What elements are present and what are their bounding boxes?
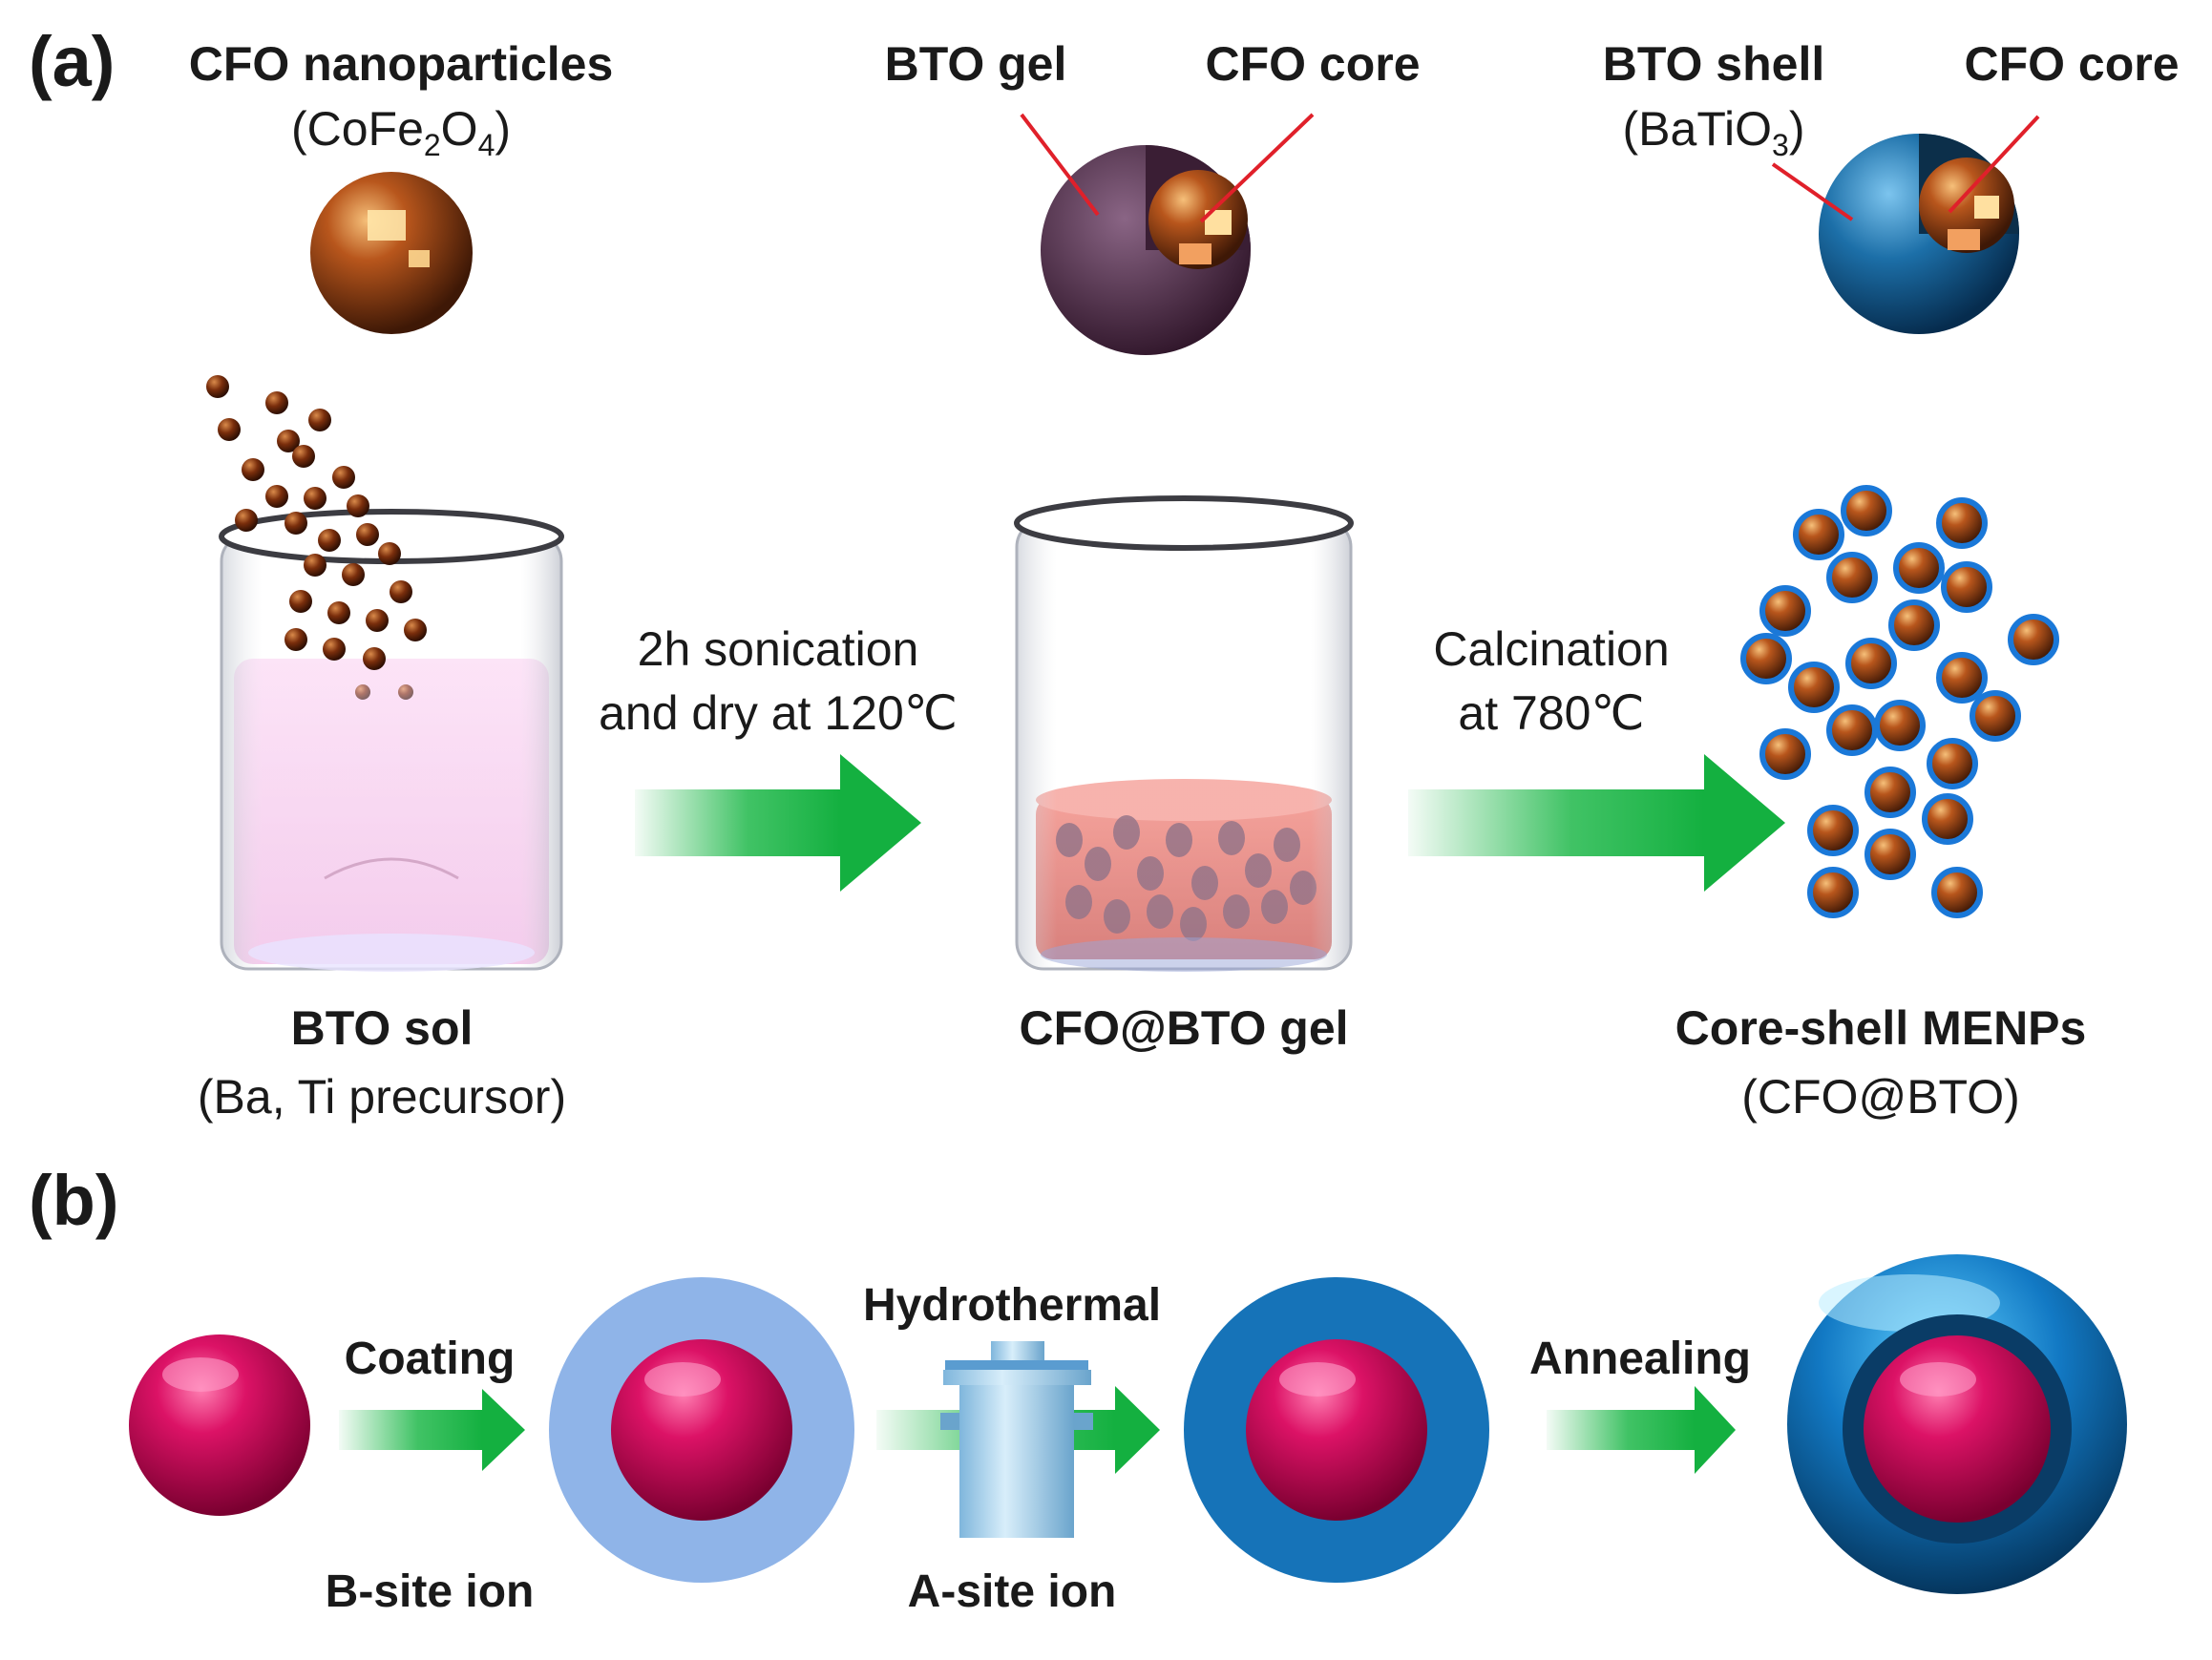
step2-line2: at 780℃: [1458, 686, 1645, 740]
arrow-calcination: [1408, 754, 1785, 892]
beaker-cfo-bto-gel: [1014, 495, 1354, 972]
cfo-nanoparticle-sphere: [310, 172, 473, 334]
hydrothermal-vessel-icon: [940, 1341, 1093, 1538]
bto-shell-pointer: [1771, 162, 1854, 221]
beaker1-sub: (Ba, Ti precursor): [197, 1070, 567, 1124]
bto-shell-formula: (BaTiO3): [1622, 102, 1805, 162]
cfo-core-pointer-1: [1199, 113, 1315, 223]
coated-particle: [549, 1277, 854, 1583]
cfo-formula: (CoFe2O4): [290, 102, 512, 162]
beaker-bto-sol: [219, 509, 564, 972]
result-sub: (CFO@BTO): [1741, 1070, 2020, 1124]
bsite-label: B-site ion: [325, 1566, 535, 1617]
falling-cfo-particles: [206, 375, 427, 700]
step1-line2: and dry at 120℃: [599, 686, 958, 740]
bare-core-particle: [129, 1334, 310, 1516]
bto-shell-sphere: [1819, 134, 2019, 334]
arrow-sonication: [635, 754, 921, 892]
panel-a-label: (a): [29, 22, 116, 101]
step1-line1: 2h sonication: [637, 622, 919, 676]
bto-gel-pointer: [1020, 113, 1100, 217]
annealed-core-shell-particle: [1787, 1254, 2127, 1594]
step2-line1: Calcination: [1433, 622, 1670, 676]
coating-label: Coating: [344, 1334, 516, 1384]
asite-label: A-site ion: [907, 1566, 1117, 1617]
cfo-nanoparticles-title: CFO nanoparticles: [188, 37, 614, 91]
cfo-core-label-2: CFO core: [1964, 37, 2180, 91]
annealing-label: Annealing: [1528, 1334, 1752, 1384]
shelled-particle: [1184, 1277, 1489, 1583]
cfo-core-label-1: CFO core: [1205, 37, 1421, 91]
arrow-annealing: [1547, 1386, 1736, 1474]
result-title: Core-shell MENPs: [1675, 1001, 2087, 1055]
beaker1-title: BTO sol: [290, 1001, 474, 1055]
panel-b-label: (b): [29, 1161, 119, 1240]
core-shell-menps-cluster: [1740, 485, 2059, 918]
bto-gel-label: BTO gel: [884, 37, 1067, 91]
cfo-core-pointer-2: [1948, 115, 2040, 214]
arrow-coating: [339, 1389, 525, 1471]
beaker2-title: CFO@BTO gel: [1019, 1001, 1349, 1055]
bto-shell-label: BTO shell: [1602, 37, 1825, 91]
hydrothermal-label: Hydrothermal: [862, 1280, 1162, 1331]
bto-gel-sphere: [1041, 145, 1251, 355]
